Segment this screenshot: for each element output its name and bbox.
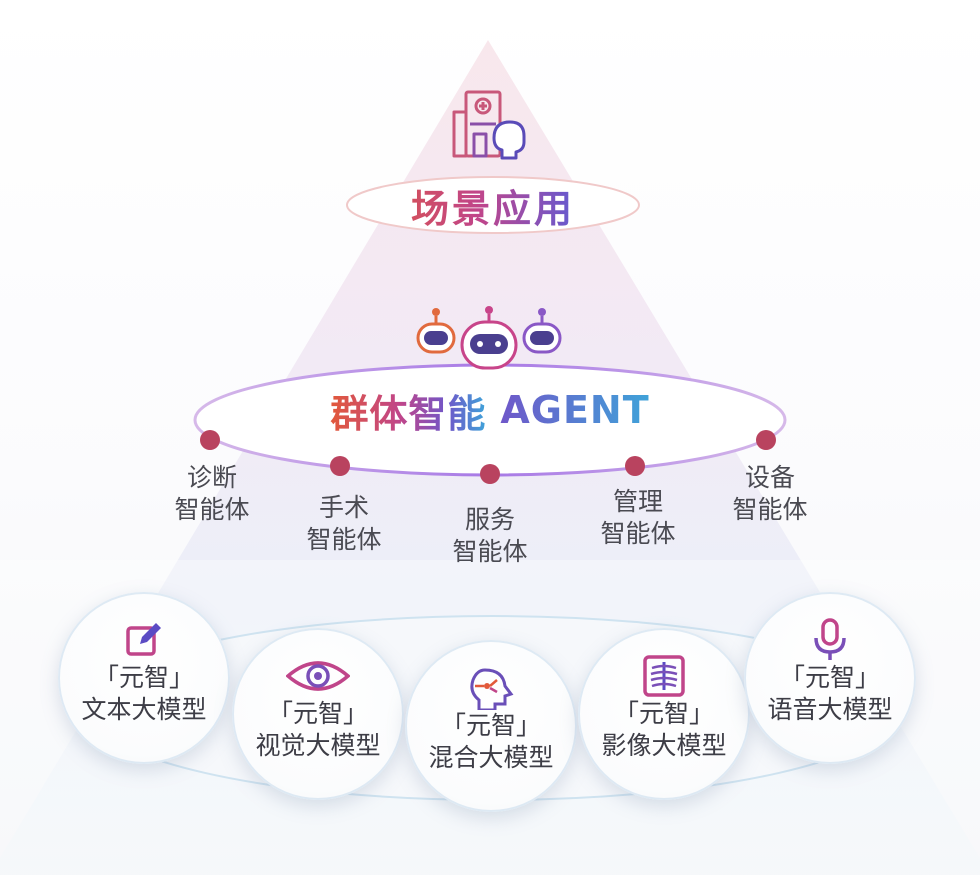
- xray-icon: [642, 654, 686, 698]
- apex-title: 场景应用: [350, 180, 636, 231]
- agent-node-dot: [200, 430, 220, 450]
- agent-node-label: 诊断 智能体: [174, 463, 250, 524]
- model-card-speech: 「元智」 语音大模型: [744, 592, 916, 764]
- model-card-imaging: 「元智」 影像大模型: [578, 628, 750, 800]
- agent-node-label: 服务 智能体: [452, 505, 528, 566]
- agent-node-dot: [330, 456, 350, 476]
- apex-ellipse: [346, 176, 640, 234]
- microphone-icon: [813, 618, 847, 662]
- model-card-text: 「元智」 文本大模型: [58, 592, 230, 764]
- model-card-hybrid: 「元智」 混合大模型: [405, 640, 577, 812]
- agent-title-cn: 群体智能: [330, 383, 486, 438]
- agent-node-label: 管理 智能体: [600, 487, 676, 548]
- model-card-vision: 「元智」 视觉大模型: [232, 628, 404, 800]
- ai-head-icon: [467, 666, 515, 710]
- robot-group-icon: [416, 306, 562, 370]
- agent-node-label: 手术 智能体: [306, 493, 382, 554]
- edit-icon: [124, 618, 164, 662]
- agent-node-dot: [756, 430, 776, 450]
- agent-node-label: 设备 智能体: [732, 463, 808, 524]
- agent-title-en: AGENT: [500, 388, 650, 432]
- agent-node-dot: [625, 456, 645, 476]
- agent-title: 群体智能 AGENT: [250, 382, 730, 438]
- hospital-doctor-icon: [452, 90, 526, 160]
- agent-node-dot: [480, 464, 500, 484]
- eye-icon: [286, 654, 350, 698]
